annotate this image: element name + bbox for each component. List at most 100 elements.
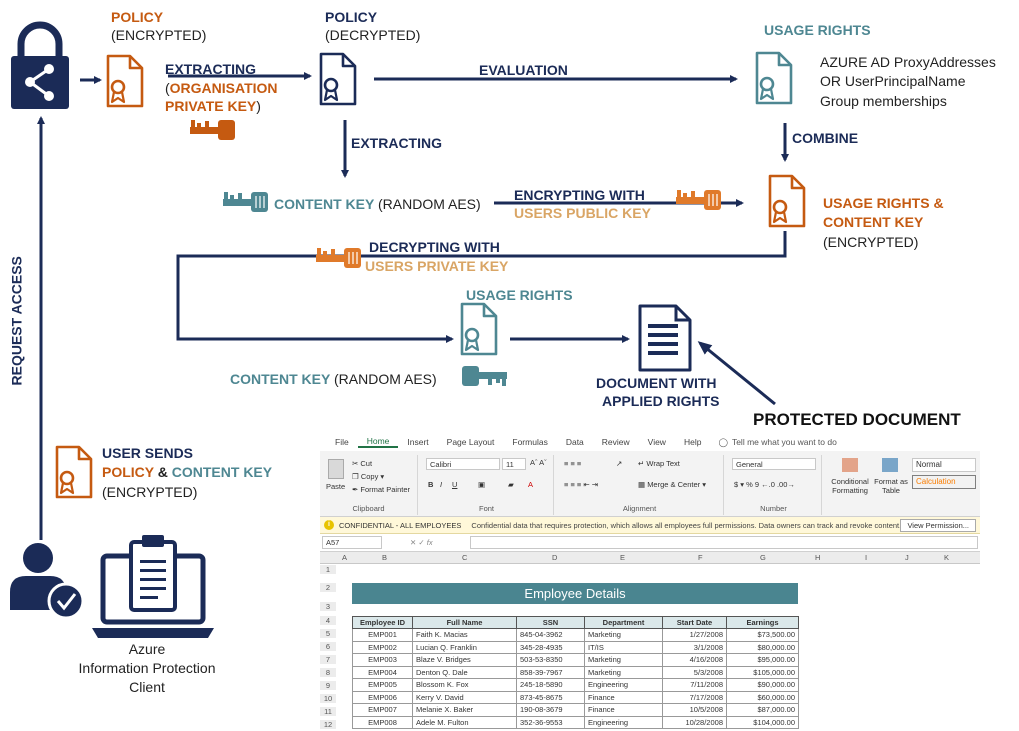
col-f[interactable]: F	[698, 553, 703, 562]
row-1[interactable]: 1	[320, 565, 336, 574]
header-department[interactable]: Department	[584, 616, 663, 629]
table-cell[interactable]: 245-18-5890	[516, 678, 585, 692]
view-permission-button[interactable]: View Permission...	[900, 519, 976, 532]
table-cell[interactable]: Finance	[584, 690, 663, 704]
orientation-icon[interactable]: ↗	[616, 459, 623, 468]
table-cell[interactable]: 10/28/2008	[662, 715, 727, 729]
cut-button[interactable]: ✂ Cut	[352, 459, 373, 468]
tab-page-layout[interactable]: Page Layout	[446, 437, 495, 447]
font-grow-icon[interactable]: Aˆ Aˇ	[530, 458, 547, 467]
table-cell[interactable]: $80,000.00	[726, 640, 799, 654]
table-cell[interactable]: 345-28-4935	[516, 640, 585, 654]
format-as-table-button[interactable]: Format as Table	[874, 477, 908, 495]
table-cell[interactable]: 5/3/2008	[662, 665, 727, 679]
align-top-icons[interactable]: ≡ ≡ ≡	[564, 459, 582, 468]
table-cell[interactable]: EMP005	[352, 678, 413, 692]
col-d[interactable]: D	[552, 553, 558, 562]
tab-insert[interactable]: Insert	[407, 437, 429, 447]
table-cell[interactable]: Melanie X. Baker	[412, 703, 517, 717]
col-a[interactable]: A	[342, 553, 348, 562]
table-cell[interactable]: EMP008	[352, 715, 413, 729]
underline-button[interactable]: U	[452, 480, 458, 489]
col-k[interactable]: K	[944, 553, 950, 562]
row-7[interactable]: 7	[320, 655, 336, 664]
style-calculation[interactable]: Calculation	[912, 475, 976, 489]
tab-data[interactable]: Data	[565, 437, 584, 447]
table-cell[interactable]: 352-36-9553	[516, 715, 585, 729]
borders-icon[interactable]: ▣	[478, 480, 486, 489]
style-normal[interactable]: Normal	[912, 458, 976, 472]
table-cell[interactable]: Finance	[584, 703, 663, 717]
table-cell[interactable]: Denton Q. Dale	[412, 665, 517, 679]
table-cell[interactable]: $87,000.00	[726, 703, 799, 717]
tab-file[interactable]: File	[335, 437, 349, 447]
col-g[interactable]: G	[760, 553, 766, 562]
table-cell[interactable]: 7/17/2008	[662, 690, 727, 704]
table-cell[interactable]: 503-53-8350	[516, 653, 585, 667]
header-employee-id[interactable]: Employee ID	[352, 616, 413, 629]
number-format-select[interactable]: General	[732, 458, 816, 470]
conditional-formatting-icon[interactable]	[842, 458, 858, 472]
copy-button[interactable]: ❐ Copy ▾	[352, 472, 385, 481]
table-cell[interactable]: $105,000.00	[726, 665, 799, 679]
tab-home[interactable]: Home	[357, 436, 399, 448]
table-cell[interactable]: 3/1/2008	[662, 640, 727, 654]
table-cell[interactable]: Marketing	[584, 653, 663, 667]
row-9[interactable]: 9	[320, 681, 336, 690]
tab-review[interactable]: Review	[601, 437, 630, 447]
table-cell[interactable]: $73,500.00	[726, 628, 799, 642]
sheet-grid[interactable]: 1 2 3 4 5 6 7 8 9 10 11 12 Employee Deta…	[320, 564, 980, 731]
table-cell[interactable]: Marketing	[584, 628, 663, 642]
align-left-icons[interactable]: ≡ ≡ ≡ ⇤ ⇥	[564, 480, 599, 489]
row-3[interactable]: 3	[320, 602, 336, 611]
table-cell[interactable]: Blossom K. Fox	[412, 678, 517, 692]
row-8[interactable]: 8	[320, 668, 336, 677]
row-11[interactable]: 11	[320, 707, 336, 716]
tab-view[interactable]: View	[647, 437, 666, 447]
col-c[interactable]: C	[462, 553, 468, 562]
table-cell[interactable]: EMP006	[352, 690, 413, 704]
formula-controls-icon[interactable]: ✕ ✓ fx	[410, 538, 433, 547]
format-as-table-icon[interactable]	[882, 458, 898, 472]
wrap-text-button[interactable]: ↵ Wrap Text	[638, 459, 680, 468]
italic-button[interactable]: I	[440, 480, 443, 489]
header-full-name[interactable]: Full Name	[412, 616, 517, 629]
table-cell[interactable]: 1/27/2008	[662, 628, 727, 642]
table-cell[interactable]: Blaze V. Bridges	[412, 653, 517, 667]
table-cell[interactable]: 4/16/2008	[662, 653, 727, 667]
merge-center-button[interactable]: ▦ Merge & Center ▾	[638, 480, 706, 489]
col-b[interactable]: B	[382, 553, 388, 562]
header-ssn[interactable]: SSN	[516, 616, 585, 629]
format-painter-button[interactable]: ✒ Format Painter	[352, 485, 410, 494]
conditional-formatting-button[interactable]: Conditional Formatting	[831, 477, 869, 495]
fill-color-icon[interactable]: ▰	[508, 480, 514, 489]
row-2[interactable]: 2	[320, 583, 336, 592]
row-10[interactable]: 10	[320, 694, 336, 703]
name-box[interactable]: A57	[322, 536, 382, 549]
col-e[interactable]: E	[620, 553, 626, 562]
number-format-icons[interactable]: $ ▾ % 9 ←.0 .00→	[734, 480, 795, 489]
table-cell[interactable]: 845-04-3962	[516, 628, 585, 642]
col-i[interactable]: I	[865, 553, 868, 562]
formula-input[interactable]	[470, 536, 978, 549]
tab-help[interactable]: Help	[683, 437, 702, 447]
font-size-select[interactable]: 11	[502, 458, 526, 470]
header-earnings[interactable]: Earnings	[726, 616, 799, 629]
table-cell[interactable]: EMP001	[352, 628, 413, 642]
table-cell[interactable]: EMP002	[352, 640, 413, 654]
table-cell[interactable]: Adele M. Fulton	[412, 715, 517, 729]
employee-details-banner[interactable]: Employee Details	[352, 583, 798, 604]
col-j[interactable]: J	[905, 553, 909, 562]
font-name-select[interactable]: Calibri	[426, 458, 500, 470]
table-cell[interactable]: 873-45-8675	[516, 690, 585, 704]
table-cell[interactable]: EMP004	[352, 665, 413, 679]
table-cell[interactable]: Lucian Q. Franklin	[412, 640, 517, 654]
col-h[interactable]: H	[815, 553, 821, 562]
paste-button[interactable]: Paste	[326, 482, 346, 491]
table-cell[interactable]: $95,000.00	[726, 653, 799, 667]
table-cell[interactable]: $104,000.00	[726, 715, 799, 729]
table-cell[interactable]: EMP003	[352, 653, 413, 667]
row-12[interactable]: 12	[320, 720, 336, 729]
row-5[interactable]: 5	[320, 629, 336, 638]
row-4[interactable]: 4	[320, 616, 336, 625]
